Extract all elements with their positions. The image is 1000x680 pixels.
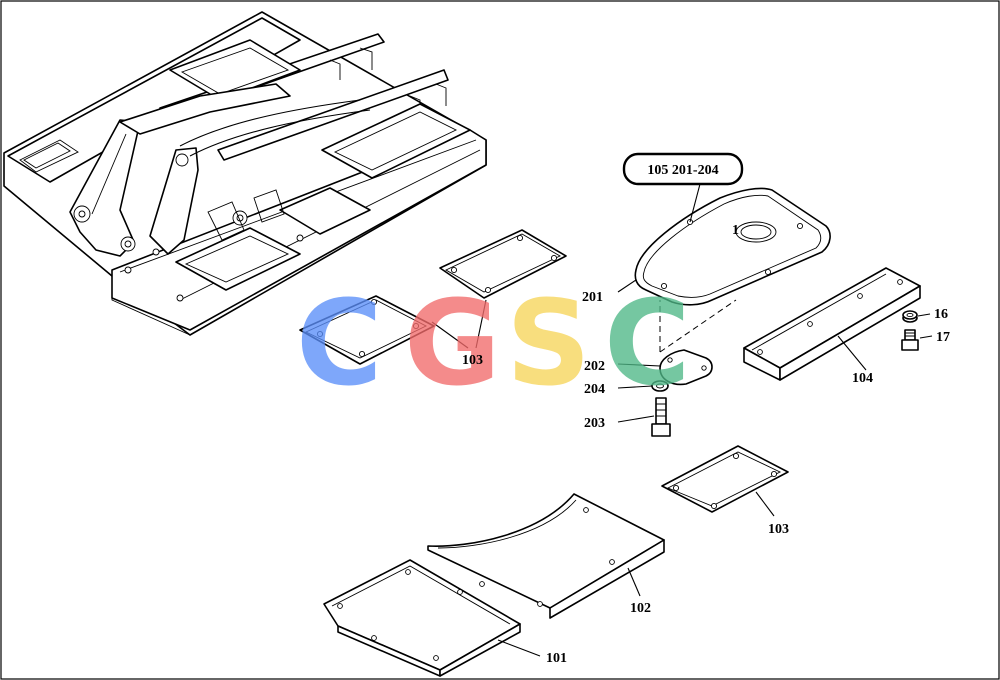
leader-16: [917, 313, 931, 317]
watermark-letter-c1: C: [296, 274, 383, 412]
cgsc-watermark: C G S C: [296, 274, 691, 412]
bolt-17: [901, 329, 919, 351]
access-cover-201: [634, 187, 831, 306]
floor-plate-102: [427, 493, 665, 619]
leader-102: [627, 567, 641, 597]
label-204: 204: [584, 382, 605, 397]
upper-frame-assembly: [3, 11, 487, 336]
leader-103-top: [475, 299, 487, 349]
leader-104: [837, 335, 867, 371]
washer-16: [902, 310, 918, 323]
leader-203: [617, 415, 655, 423]
label-102: 102: [630, 601, 651, 616]
cover-plate-103-top: [439, 229, 567, 299]
bolt-203: [651, 397, 671, 437]
leader-103-left: [431, 321, 469, 349]
callout-text: 105 201-204: [647, 163, 718, 178]
label-16: 16: [934, 307, 948, 322]
leader-callout: [689, 183, 701, 223]
callout-105: 105 201-204: [622, 152, 744, 186]
watermark-letter-s: S: [506, 274, 591, 412]
label-203: 203: [584, 416, 605, 431]
leader-101: [497, 639, 541, 657]
label-103-top: 103: [462, 353, 483, 368]
leader-204: [617, 385, 653, 389]
label-104: 104: [852, 371, 873, 386]
watermark-letter-g: G: [404, 274, 501, 412]
leader-202: [617, 363, 661, 367]
washer-204: [651, 380, 669, 392]
angle-bracket-104: [743, 267, 921, 381]
watermark-letter-c2: C: [604, 274, 691, 412]
label-202: 202: [584, 359, 605, 374]
label-103-bottom: 103: [768, 522, 789, 537]
label-201: 201: [582, 290, 603, 305]
assembly-dashed-line-a: [659, 299, 737, 353]
leader-17: [919, 335, 933, 339]
cover-plate-103-left: [299, 295, 435, 365]
leader-201: [617, 279, 637, 293]
leader-103-bottom: [755, 491, 775, 517]
label-17: 17: [936, 330, 950, 345]
cover-plate-103-bottom: [661, 445, 789, 513]
small-cover-202: [659, 349, 713, 386]
mark-1: 1: [732, 223, 739, 238]
label-101: 101: [546, 651, 567, 666]
floor-plate-101: [323, 559, 521, 677]
